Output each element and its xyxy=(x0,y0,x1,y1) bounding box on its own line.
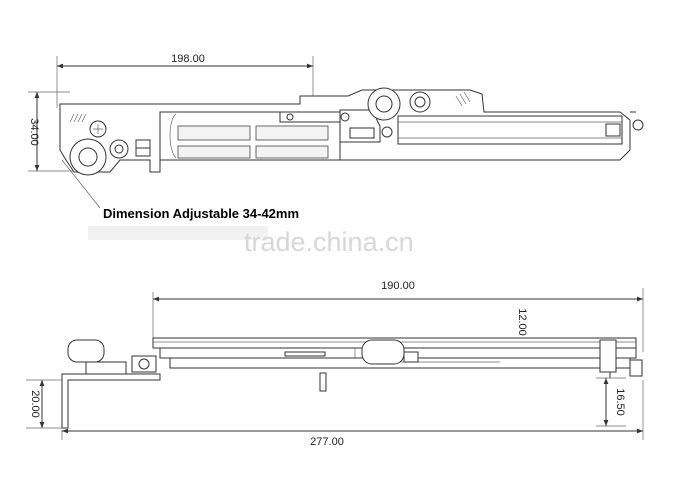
adjustable-note: Dimension Adjustable 34-42mm xyxy=(103,206,299,221)
bottom-view: 190.00 12.00 xyxy=(26,280,644,448)
roller-right-top xyxy=(286,87,471,122)
dimension-label-length-upper: 190.00 xyxy=(381,280,415,292)
dimension-total-length: 277.00 xyxy=(61,380,644,448)
watermark-text: trade.china.cn xyxy=(244,227,414,257)
blurred-band xyxy=(88,226,268,240)
dimension-height-top: 34.00 xyxy=(28,91,80,172)
dimension-label-inner-height: 12.00 xyxy=(516,308,528,336)
dimension-label-length-top: 198.00 xyxy=(171,53,205,65)
dimension-label-right-height: 16.50 xyxy=(614,388,626,416)
roller-side-right xyxy=(361,339,419,365)
bracket-left-side xyxy=(61,339,161,429)
dimension-right-height: 16.50 xyxy=(596,377,626,427)
dimension-length-upper: 190.00 xyxy=(152,280,644,352)
top-view: 198.00 34.00 xyxy=(28,53,644,209)
closer-body-top xyxy=(59,89,644,173)
note-leader-line xyxy=(61,159,101,209)
roller-left-top xyxy=(69,120,129,176)
screw-left-top xyxy=(135,139,151,157)
dimension-label-height-top: 34.00 xyxy=(28,118,40,146)
dimension-length-top: 198.00 xyxy=(56,53,314,108)
dimension-label-total-length: 277.00 xyxy=(310,436,344,448)
watermark-group: trade.china.cn xyxy=(88,226,414,257)
dimension-left-height: 20.00 xyxy=(26,379,62,429)
dimension-label-left-height: 20.00 xyxy=(29,390,41,418)
